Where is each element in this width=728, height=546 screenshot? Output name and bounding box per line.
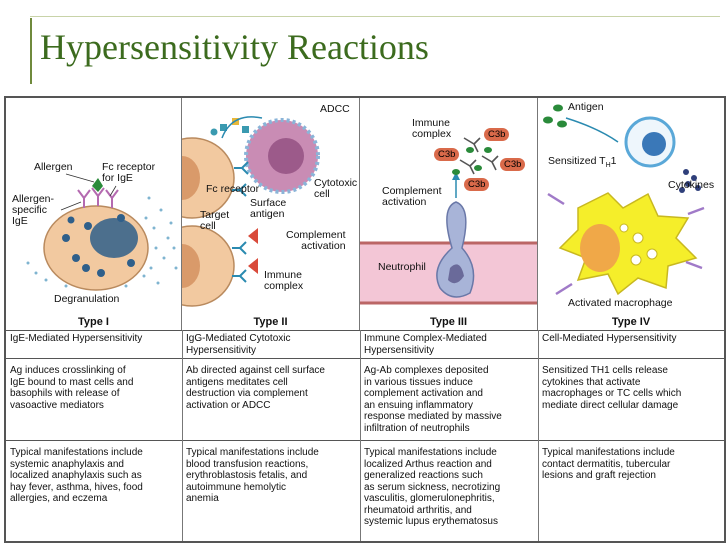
type-1-label: Type I	[78, 316, 109, 328]
slide-title: Hypersensitivity Reactions	[40, 27, 429, 67]
table-name-type-3: Immune Complex-Mediated Hypersensitivity	[364, 333, 487, 356]
c3b-badge-1: C3b	[484, 128, 510, 141]
adcc-granules	[210, 118, 249, 136]
table-manifestations-type-4: Typical manifestations include contact d…	[542, 447, 675, 481]
macrophage-vacuoles	[619, 223, 658, 266]
table-manifestations-type-2: Typical manifestations include blood tra…	[186, 447, 319, 504]
mast-cell-nucleus	[90, 218, 138, 258]
table-mechanism-type-1: Ag induces crosslinking of IgE bound to …	[10, 365, 134, 411]
label-fc-receptor-ige: Fc receptor for IgE	[102, 161, 156, 184]
type-2-illustration	[182, 116, 320, 307]
table-mechanism-type-3: Ag-Ab complexes deposited in various tis…	[364, 365, 502, 434]
c3b-badge-4: C3b	[464, 178, 490, 191]
type-4-label: Type IV	[611, 316, 651, 328]
cytokine-dots	[679, 169, 701, 193]
title-bar: Hypersensitivity Reactions	[0, 0, 728, 90]
table-rule-top	[6, 330, 724, 331]
label-degranulation: Degranulation	[54, 293, 120, 305]
label-surface-antigen: Surface antigen	[250, 197, 287, 220]
allergen-icon	[92, 178, 103, 192]
label-sensitized-th1: Sensitized TH1	[548, 155, 617, 170]
label-target-cell: Target cell	[200, 209, 230, 232]
label-fc-receptor: Fc receptor	[206, 183, 260, 195]
table-rule-3	[6, 440, 724, 441]
label-allergen-specific-ige: Allergen- specific IgE	[12, 193, 55, 227]
panel-type-1: Allergen Fc receptor for IgE Allergen- s…	[6, 98, 182, 330]
label-cytotoxic-cell: Cytotoxic cell	[314, 177, 358, 200]
type-2-antibodies	[232, 161, 249, 283]
label-cytokines: Cytokines	[668, 179, 715, 191]
target-cell-lower-nucleus	[182, 244, 200, 288]
neutrophil	[436, 201, 475, 298]
table-rule-2	[6, 358, 724, 359]
label-activated-macrophage: Activated macrophage	[568, 297, 673, 309]
c3b-badge-3: C3b	[500, 158, 526, 171]
target-cell-upper-nucleus	[182, 156, 200, 200]
title-top-rule	[30, 16, 720, 17]
panel-type-4: Antigen Sensitized TH1 Cytokines Activat…	[538, 98, 724, 330]
label-adcc: ADCC	[320, 103, 350, 115]
cytotoxic-cell-nucleus	[268, 138, 304, 174]
c3b-badge-2: C3b	[434, 148, 460, 161]
table-name-type-2: IgG-Mediated Cytotoxic Hypersensitivity	[186, 333, 291, 356]
panel-type-3: Immune complex C3b C3b C3b C3b Complemen…	[360, 98, 538, 330]
label-neutrophil: Neutrophil	[378, 261, 426, 273]
granule-spray	[26, 196, 178, 288]
label-complement-activation: Complement activation	[286, 229, 346, 252]
cytokine-receptors	[547, 192, 705, 296]
label-immune-complex-3: Immune complex	[412, 117, 452, 140]
ige-antibodies	[77, 187, 119, 208]
granules	[62, 214, 135, 277]
panel-type-2: ADCC Fc receptor Cytotoxic cell Surface …	[182, 98, 360, 330]
label-allergen: Allergen	[34, 161, 73, 173]
label-immune-complex: Immune complex	[264, 269, 304, 292]
label-complement-activation-3: Complement activation	[382, 185, 442, 208]
title-accent-rule	[30, 18, 32, 84]
type-4-illustration	[543, 104, 705, 296]
table-name-type-4: Cell-Mediated Hypersensitivity	[542, 333, 677, 344]
table-mechanism-type-4: Sensitized TH1 cells release cytokines t…	[542, 365, 682, 411]
th1-nucleus	[642, 132, 666, 156]
complex-antigens	[452, 147, 492, 175]
type-3-illustration	[360, 137, 537, 305]
type-3-label: Type III	[429, 316, 468, 328]
type-2-label: Type II	[253, 316, 288, 328]
table-name-type-1: IgE-Mediated Hypersensitivity	[10, 333, 143, 344]
macrophage-nucleus	[580, 224, 620, 272]
complement-triangles	[248, 228, 258, 274]
table-manifestations-type-3: Typical manifestations include localized…	[364, 447, 501, 527]
target-cell-upper	[182, 137, 235, 219]
type-1-illustration	[26, 173, 178, 291]
hypersensitivity-figure: Allergen Fc receptor for IgE Allergen- s…	[4, 96, 726, 543]
immune-complex-antibodies	[459, 137, 499, 175]
target-cell-lower	[182, 225, 235, 307]
antigen-icons	[543, 104, 567, 128]
label-antigen: Antigen	[568, 101, 604, 113]
table-mechanism-type-2: Ab directed against cell surface antigen…	[186, 365, 325, 411]
table-manifestations-type-1: Typical manifestations include systemic …	[10, 447, 143, 504]
